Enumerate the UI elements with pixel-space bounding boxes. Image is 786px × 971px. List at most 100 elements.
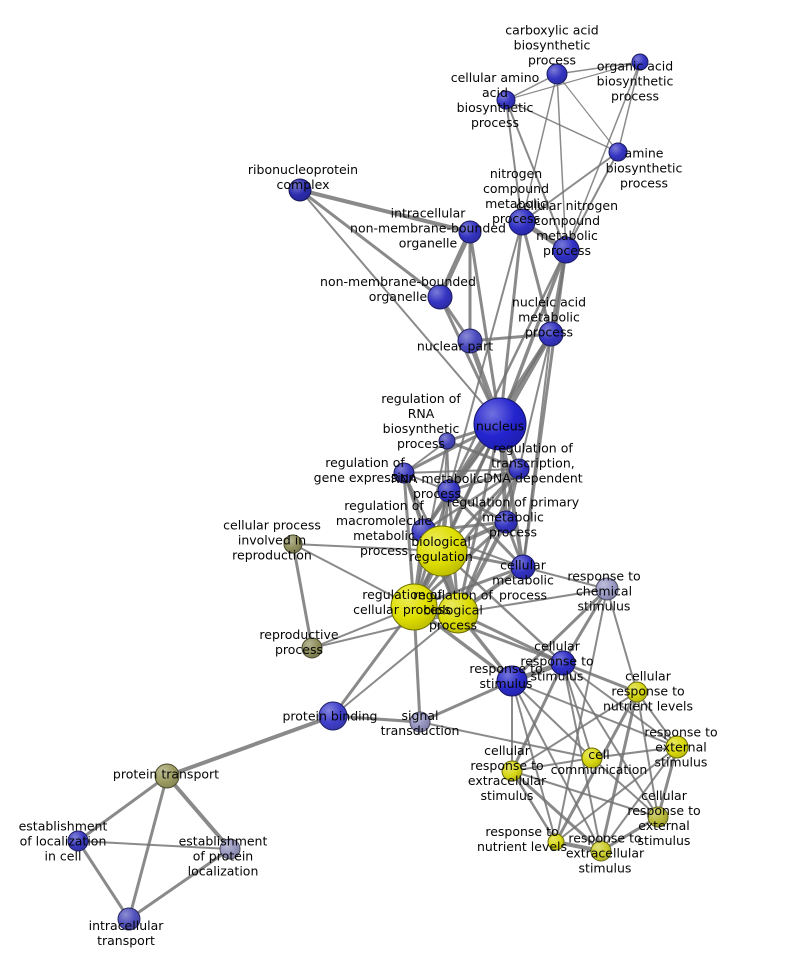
node-label-nuclear-part: nuclear part xyxy=(417,339,493,354)
graph-edge-response-chemical-stimulus--cellular-response-nutrient-levels xyxy=(606,588,638,693)
graph-node-intracellular-nmb-organelle[interactable] xyxy=(458,220,482,244)
graph-edge-cellular-amino-acid-bp--amine-bp xyxy=(505,99,619,153)
graph-node-signal-transduction[interactable] xyxy=(409,711,431,733)
graph-edge-response-stimulus--cell-communication xyxy=(511,680,593,759)
graph-node-response-stimulus[interactable] xyxy=(496,665,528,697)
graph-edge-nuclear-part--nucleic-acid-mp xyxy=(468,332,553,343)
graph-node-regulation-biological-process[interactable] xyxy=(437,592,479,634)
graph-edge-establishment-localization-in-cell--intracellular-transport xyxy=(76,839,131,921)
graph-node-ribonucleoprotein-complex[interactable] xyxy=(288,178,312,202)
graph-edge-response-stimulus--response-extracellular-stimulus xyxy=(511,680,602,852)
graph-node-cellular-nitrogen-compound-mp[interactable] xyxy=(552,236,580,264)
graph-node-rna-mp[interactable] xyxy=(437,479,461,503)
graph-edge-protein-transport--intracellular-transport xyxy=(127,774,169,921)
graph-node-carboxylic-acid-bp[interactable] xyxy=(546,63,568,85)
graph-edge-nucleic-acid-mp--cellular-mp xyxy=(522,333,552,568)
graph-edge-ribonucleoprotein-complex--nucleus xyxy=(299,189,501,425)
graph-edge-protein-transport--establishment-protein-localization xyxy=(165,774,232,851)
node-layer xyxy=(67,53,689,931)
graph-node-reproductive-process[interactable] xyxy=(301,637,323,659)
graph-edge-protein-binding--regulation-biological-process xyxy=(332,612,459,717)
graph-edge-carboxylic-acid-bp--nitrogen-compound-mp xyxy=(521,73,558,223)
graph-node-biological-regulation[interactable] xyxy=(416,525,468,577)
graph-edge-organic-acid-bp--amine-bp xyxy=(617,61,641,153)
graph-edge-response-external-stimulus--cellular-response-external-stimulus xyxy=(656,745,679,819)
graph-edge-establishment-protein-localization--intracellular-transport xyxy=(127,847,232,921)
graph-edge-cell-communication--cellular-response-external-stimulus xyxy=(591,757,659,818)
graph-node-response-external-stimulus[interactable] xyxy=(665,735,689,759)
graph-node-intracellular-transport[interactable] xyxy=(117,907,141,931)
graph-edge-ribonucleoprotein-complex--intracellular-nmb-organelle xyxy=(298,188,472,234)
graph-edge-ribonucleoprotein-complex--nmb-organelle xyxy=(298,188,442,299)
graph-edge-intracellular-nmb-organelle--nucleus xyxy=(468,230,502,426)
graph-node-cellular-response-extracellular-stimulus[interactable] xyxy=(501,760,523,782)
graph-node-establishment-localization-in-cell[interactable] xyxy=(67,830,89,852)
graph-edge-cellular-response-stimulus--cellular-response-nutrient-levels xyxy=(561,661,639,694)
graph-node-cellular-response-stimulus[interactable] xyxy=(550,650,576,676)
graph-edge-regulation-rna-bp--regulation-transcription xyxy=(445,439,521,471)
graph-node-cellular-response-external-stimulus[interactable] xyxy=(647,806,669,828)
graph-node-amine-bp[interactable] xyxy=(608,142,628,162)
graph-node-nitrogen-compound-mp[interactable] xyxy=(508,208,536,236)
graph-node-protein-binding[interactable] xyxy=(318,701,348,731)
graph-edge-response-external-stimulus--cell-communication xyxy=(591,746,678,759)
graph-edge-nitrogen-compound-mp--nucleus xyxy=(498,220,524,426)
graph-node-cellular-amino-acid-bp[interactable] xyxy=(496,90,516,110)
graph-node-protein-transport[interactable] xyxy=(154,763,180,789)
graph-node-nuclear-part[interactable] xyxy=(457,328,483,354)
graph-edge-response-chemical-stimulus--cellular-response-stimulus xyxy=(561,587,609,665)
graph-node-regulation-gene-expression[interactable] xyxy=(393,462,415,484)
graph-node-response-extracellular-stimulus[interactable] xyxy=(590,840,612,862)
graph-node-nucleus[interactable] xyxy=(473,397,527,451)
node-label-protein-transport: protein transport xyxy=(113,767,219,782)
graph-node-cellular-process-reproduction[interactable] xyxy=(283,534,303,554)
graph-node-organic-acid-bp[interactable] xyxy=(631,53,649,71)
graph-node-regulation-transcription[interactable] xyxy=(508,458,530,480)
graph-node-cellular-response-nutrient-levels[interactable] xyxy=(626,681,648,703)
graph-edge-response-chemical-stimulus--response-nutrient-levels xyxy=(555,588,608,843)
graph-node-response-chemical-stimulus[interactable] xyxy=(595,577,619,601)
graph-edge-response-stimulus--response-external-stimulus xyxy=(511,680,678,748)
graph-edge-cellular-response-external-stimulus--response-extracellular-stimulus xyxy=(599,815,660,853)
graph-node-establishment-protein-localization[interactable] xyxy=(219,838,241,860)
graph-edge-cellular-response-stimulus--cell-communication xyxy=(562,662,593,759)
graph-node-regulation-cellular-process[interactable] xyxy=(390,583,438,631)
graph-node-response-nutrient-levels[interactable] xyxy=(547,833,565,851)
graph-node-nucleic-acid-mp[interactable] xyxy=(538,321,564,347)
graph-edge-carboxylic-acid-bp--organic-acid-bp xyxy=(556,61,641,75)
graph-edge-nitrogen-compound-mp--nucleic-acid-mp xyxy=(520,220,553,336)
graph-node-nmb-organelle[interactable] xyxy=(427,284,453,310)
graph-node-regulation-rna-bp[interactable] xyxy=(438,432,456,450)
graph-node-cell-communication[interactable] xyxy=(581,747,603,769)
graph-node-cellular-mp[interactable] xyxy=(510,554,536,580)
graph-edge-establishment-localization-in-cell--establishment-protein-localization xyxy=(77,840,231,850)
graph-edge-cell-communication--signal-transduction xyxy=(419,721,593,759)
graph-node-regulation-primary-mp[interactable] xyxy=(494,510,518,534)
